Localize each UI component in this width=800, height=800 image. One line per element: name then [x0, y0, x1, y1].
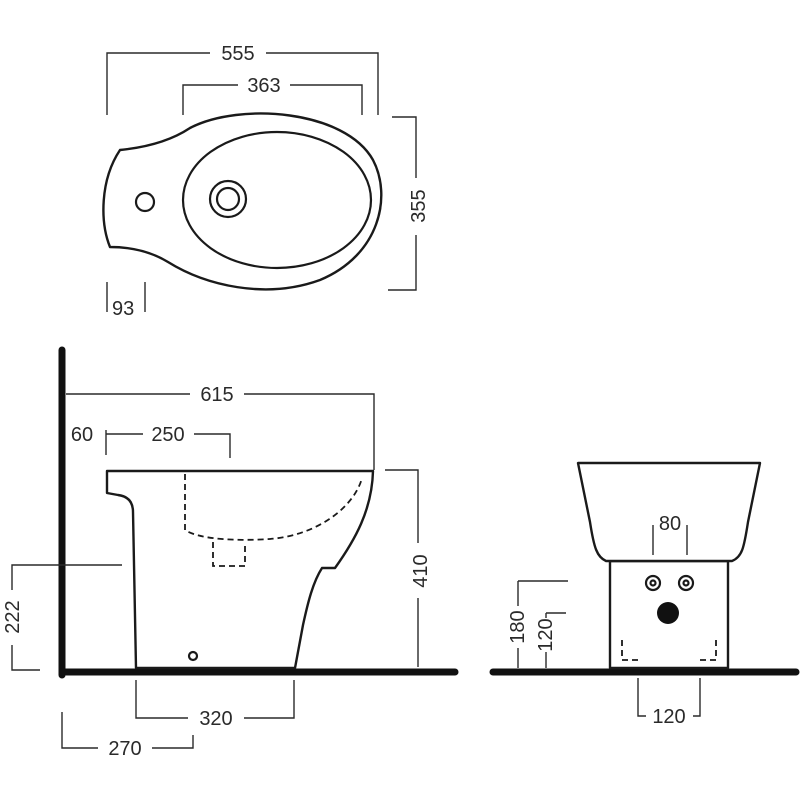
supply-hole-right: [677, 574, 695, 592]
hidden-bowl-line: [184, 474, 363, 541]
dim-line-fixing-spacing: [637, 678, 701, 717]
dim-line-overall-length: [106, 52, 379, 115]
dim-waste-spacing: 80: [659, 513, 681, 535]
supply-hole-left-inner: [649, 579, 657, 587]
dim-fixing-height: 120: [535, 618, 557, 651]
dim-width: 355: [408, 189, 430, 222]
dim-bowl-length: 363: [247, 75, 280, 97]
dim-base-length: 320: [199, 708, 232, 730]
bidet-side-outline: [105, 469, 375, 670]
dim-tap-offset: 93: [112, 298, 134, 320]
supply-hole-left: [644, 574, 662, 592]
dim-waste-offset: 250: [151, 424, 184, 446]
bidet-plan-outline: [102, 112, 383, 291]
dim-line-tap-offset: [106, 282, 146, 312]
hidden-fixing-right: [698, 640, 717, 661]
dim-fixing-offset: 270: [108, 738, 141, 760]
supply-hole-right-inner: [682, 579, 690, 587]
dim-line-waste-offset: [106, 433, 231, 458]
dim-line-height: [385, 469, 419, 667]
plan-view: 555 363 355 93: [102, 43, 430, 320]
dim-line-supply-height: [11, 564, 122, 671]
drain-outer: [208, 179, 248, 219]
bidet-front-bowl: [576, 461, 762, 563]
dim-line-width: [388, 116, 417, 291]
front-view: 80 180 120 120: [489, 461, 800, 728]
dim-supply-height-front: 180: [507, 610, 529, 643]
dim-line-fixing-offset: [61, 712, 194, 749]
dim-line-waste-spacing: [652, 525, 688, 555]
tap-hole: [134, 191, 156, 213]
bidet-bowl-inner: [181, 130, 373, 270]
dim-overall-length: 555: [221, 43, 254, 65]
dim-line-base-length: [135, 680, 295, 719]
side-view: 615 60 250 410 222 320 270: [2, 346, 459, 760]
fixing-hole-side: [187, 650, 199, 662]
hidden-waste-outlet: [212, 542, 246, 567]
dim-fixing-spacing: 120: [652, 706, 685, 728]
hidden-fixing-left: [621, 640, 640, 661]
drain-inner: [215, 186, 241, 212]
dim-supply-height: 222: [2, 600, 24, 633]
dim-wall-offset: 60: [71, 424, 93, 446]
dim-length: 615: [200, 384, 233, 406]
dim-line-fixing-height: [545, 612, 566, 668]
dim-height: 410: [410, 554, 432, 587]
waste-hole: [657, 602, 679, 624]
dim-line-supply-height-front: [517, 580, 568, 668]
dim-line-bowl-length: [182, 84, 363, 115]
dim-line-length: [66, 393, 375, 470]
